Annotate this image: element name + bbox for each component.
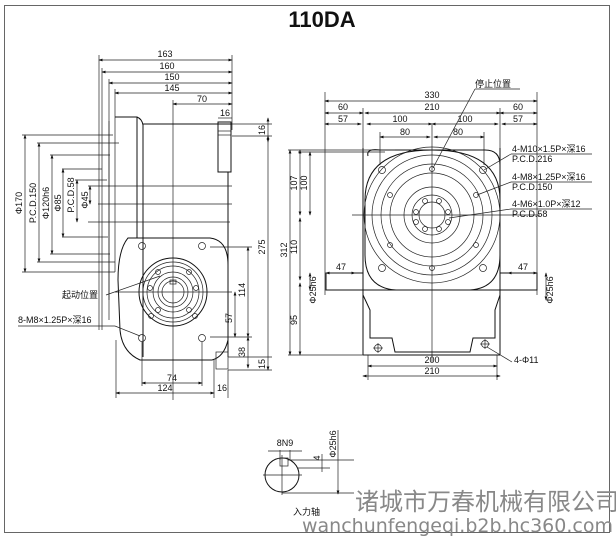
- foot-hole-note: 4-Φ11: [514, 355, 539, 365]
- side-top-dimensions: 163 160 150 145 70 16: [98, 49, 233, 400]
- dim-60-right: 60: [513, 102, 523, 112]
- dim-16-right: 16: [257, 125, 267, 135]
- dim-15: 15: [257, 359, 267, 369]
- key-width-label: 8N9: [277, 438, 294, 448]
- dim-phi25h6-right: Φ25h6: [545, 276, 555, 303]
- dim-pcd58: P.C.D.58: [66, 177, 76, 212]
- dim-100-left: 100: [392, 114, 407, 124]
- note-m8-line1: 4-M8×1.25P×深16: [512, 172, 586, 182]
- bolt-hole-note-8m8: 8-M8×1.25P×深16: [18, 315, 92, 325]
- stop-position-label: 停止位置: [475, 78, 511, 89]
- dim-163: 163: [157, 49, 172, 59]
- hole-notes: 4-M10×1.5P×深16 P.C.D.216 4-M8×1.25P×深16 …: [448, 144, 592, 219]
- shaft-diameter-label: Φ25h6: [328, 430, 338, 457]
- dim-57: 57: [224, 313, 234, 323]
- flange-bolt-holes: [138, 242, 206, 342]
- dim-60-left: 60: [338, 102, 348, 112]
- dim-100-right: 100: [457, 114, 472, 124]
- dim-330: 330: [424, 90, 439, 100]
- dim-145: 145: [164, 83, 179, 93]
- note-m10-line1: 4-M10×1.5P×深16: [512, 144, 586, 154]
- dim-38: 38: [237, 347, 247, 357]
- dim-70: 70: [197, 94, 207, 104]
- watermark-url: wanchunfengeqi.b2b.hc360.com: [302, 515, 613, 537]
- dim-100-vertical: 100: [299, 175, 309, 190]
- dim-107: 107: [289, 175, 299, 190]
- dim-80-right: 80: [453, 127, 463, 137]
- note-m10-line2: P.C.D.216: [512, 154, 552, 164]
- note-m6-line2: P.C.D.58: [512, 209, 547, 219]
- dim-phi85: Φ85: [53, 194, 63, 211]
- front-bolt-holes: [378, 166, 487, 272]
- dim-114: 114: [237, 283, 247, 297]
- dim-47-right: 47: [518, 262, 528, 272]
- front-view: 330 60 210 60 57 100 100 57 80 80: [279, 78, 592, 380]
- dim-275: 275: [257, 239, 267, 254]
- input-shaft-label: 入力轴: [293, 506, 320, 517]
- dim-16-bottom: 16: [217, 383, 227, 393]
- dim-160: 160: [159, 61, 174, 71]
- dim-16-top: 16: [220, 108, 230, 118]
- note-m6-line1: 4-M6×1.0P×深12: [512, 199, 581, 209]
- key-depth-label: 4: [312, 455, 322, 460]
- dim-95: 95: [289, 315, 299, 325]
- dim-210-bottom: 210: [424, 366, 439, 376]
- dim-150: 150: [164, 72, 179, 82]
- drawing-frame: [4, 5, 610, 533]
- dim-pcd150: P.C.D.150: [28, 183, 38, 223]
- start-position-label: 起动位置: [62, 289, 98, 300]
- dim-57-right: 57: [513, 114, 523, 124]
- dim-210-top: 210: [424, 102, 439, 112]
- dim-phi120h6: Φ120h6: [41, 187, 51, 219]
- dim-80-left: 80: [400, 127, 410, 137]
- note-m8-line2: P.C.D.150: [512, 182, 552, 192]
- drawing-title: 110DA: [288, 7, 355, 32]
- dim-47-left: 47: [336, 262, 346, 272]
- dim-57-left: 57: [338, 114, 348, 124]
- dim-phi45: Φ45: [80, 191, 90, 208]
- watermark-company: 诸城市万春机械有限公司: [355, 488, 616, 516]
- dim-124: 124: [157, 383, 172, 393]
- dim-312: 312: [279, 242, 289, 257]
- dim-110: 110: [289, 240, 299, 254]
- side-view: 163 160 150 145 70 16: [14, 49, 272, 400]
- dim-74: 74: [167, 373, 177, 383]
- dim-200: 200: [424, 355, 439, 365]
- dim-phi25h6-left: Φ25h6: [308, 276, 318, 303]
- dim-phi170: Φ170: [14, 192, 24, 214]
- input-shaft-detail: 8N9 4 Φ25h6 入力轴: [263, 430, 354, 517]
